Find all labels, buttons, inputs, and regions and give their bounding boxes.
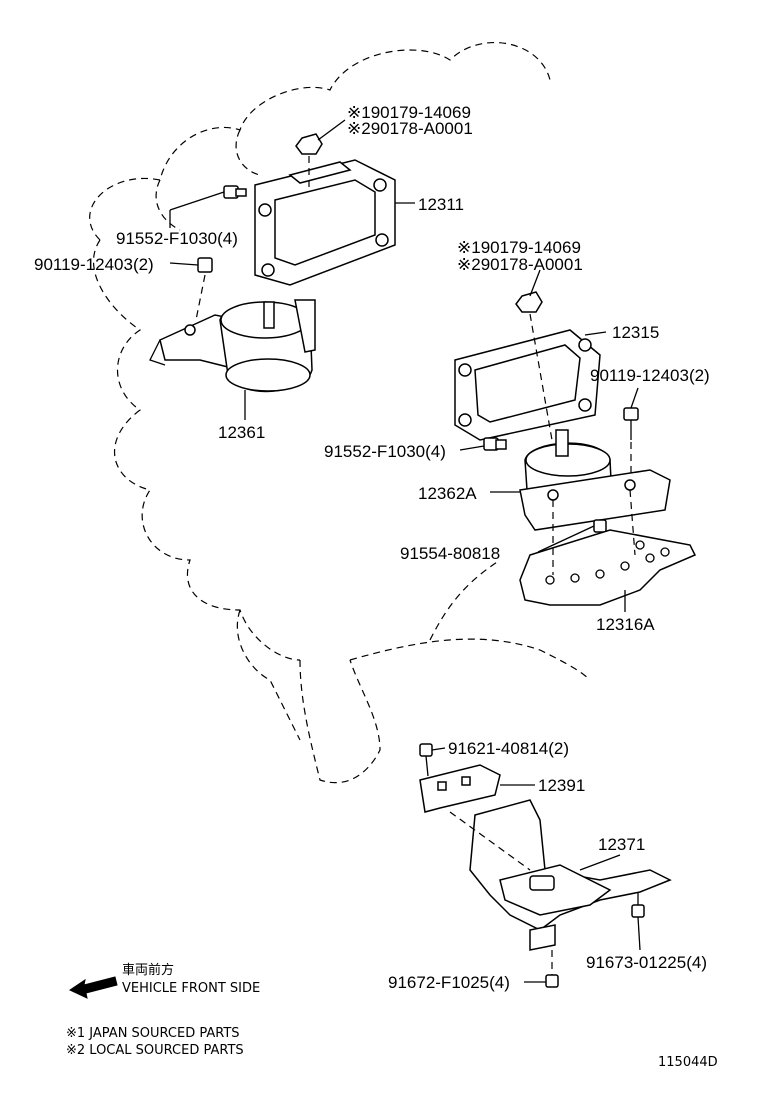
insulator-12362A — [519, 429, 671, 531]
bolt-right-a — [483, 437, 507, 451]
bolt-right-b — [623, 407, 639, 480]
label-front-jp: 車両前方 — [122, 962, 174, 978]
label-bolt-rear-c: 91672-F1025(4) — [388, 973, 510, 992]
bolt-left-a — [223, 185, 247, 199]
label-12361: 12361 — [218, 423, 265, 442]
note-local-sourced: ※2 LOCAL SOURCED PARTS — [66, 1043, 244, 1058]
nut-right-top — [515, 291, 553, 441]
label-bolt-right-c: 91554-80818 — [400, 544, 500, 563]
label-bolt-left-a: 91552-F1030(4) — [116, 229, 238, 248]
label-bolt-rear-b: 91673-01225(4) — [586, 953, 707, 972]
bolt-left-b — [195, 257, 213, 321]
bracket-12315 — [454, 329, 601, 441]
label-nut-left-1: ※190179-14069 — [347, 103, 471, 122]
label-12315: 12315 — [612, 323, 659, 342]
bracket-12391 — [419, 764, 501, 813]
bracket-12311 — [254, 159, 396, 286]
label-12391: 12391 — [538, 776, 585, 795]
bolt-rear-a — [419, 743, 433, 777]
plate-12316A — [519, 489, 697, 606]
insulator-12361 — [149, 299, 316, 393]
label-bolt-rear-a: 91621-40814(2) — [448, 739, 569, 758]
arrow-left-icon — [68, 976, 118, 999]
engine-outline — [89, 41, 591, 784]
label-front-en: VEHICLE FRONT SIDE — [122, 981, 260, 996]
note-japan-sourced: ※1 JAPAN SOURCED PARTS — [66, 1026, 240, 1041]
label-12371: 12371 — [598, 835, 645, 854]
label-12362A: 12362A — [418, 484, 477, 503]
label-bolt-right-b: 90119-12403(2) — [590, 366, 710, 385]
label-bolt-left-b: 90119-12403(2) — [34, 255, 154, 274]
leader-lines — [169, 119, 641, 983]
label-12316A: 12316A — [596, 615, 655, 634]
label-nut-right-1: ※190179-14069 — [457, 238, 581, 257]
label-12311: 12311 — [418, 195, 464, 214]
figure-id: 115044D — [658, 1055, 718, 1070]
label-nut-right-2: ※290178-A0001 — [457, 255, 583, 274]
nut-left-top — [295, 133, 323, 190]
member-12371 — [449, 799, 672, 951]
label-bolt-right-a: 91552-F1030(4) — [324, 442, 446, 461]
bolt-rear-c — [545, 950, 559, 988]
bolt-rear-b — [631, 893, 645, 918]
label-nut-left-2: ※290178-A0001 — [347, 119, 473, 138]
